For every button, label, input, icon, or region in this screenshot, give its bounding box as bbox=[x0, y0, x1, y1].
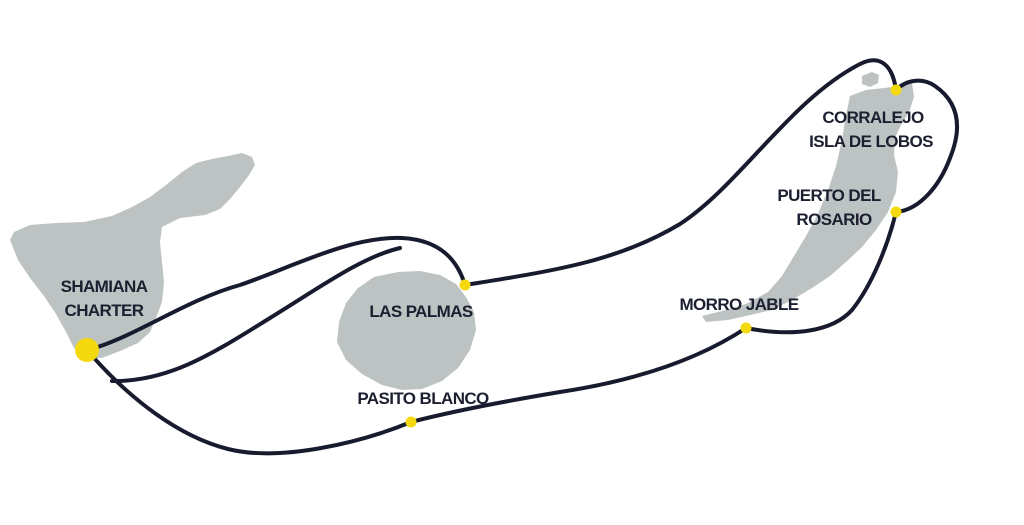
port-marker-pasito-blanco[interactable] bbox=[405, 416, 417, 428]
label-shamiana: SHAMIANA bbox=[61, 277, 148, 296]
label-corralejo: CORRALEJO bbox=[822, 108, 924, 127]
route-tenerife-las-palmas bbox=[85, 235, 467, 352]
label-isla-de-lobos: ISLA DE LOBOS bbox=[809, 132, 933, 151]
port-marker-shamiana-charter[interactable] bbox=[75, 338, 99, 362]
route-corralejo-puerto-del-rosario bbox=[894, 78, 959, 214]
route-tenerife-loop-inner bbox=[110, 246, 402, 384]
route-morro-jable-pasito-blanco bbox=[409, 326, 748, 424]
route-las-palmas-corralejo bbox=[463, 58, 898, 287]
route-pasito-blanco-tenerife bbox=[85, 348, 413, 456]
label-pasito-blanco: PASITO BLANCO bbox=[357, 389, 489, 408]
label-rosario: ROSARIO bbox=[796, 210, 872, 229]
label-morro-jable: MORRO JABLE bbox=[679, 295, 798, 314]
island-tenerife bbox=[10, 153, 255, 358]
island-fuerteventura bbox=[702, 83, 914, 322]
route-puerto-del-rosario-morro-jable bbox=[744, 210, 898, 335]
label-las-palmas: LAS PALMAS bbox=[369, 302, 472, 321]
port-marker-puerto-del-rosario[interactable] bbox=[890, 206, 902, 218]
port-marker-las-palmas[interactable] bbox=[459, 279, 471, 291]
island-gran-canaria bbox=[337, 271, 476, 390]
port-marker-corralejo[interactable] bbox=[890, 84, 902, 96]
port-marker-morro-jable[interactable] bbox=[740, 322, 752, 334]
label-charter: CHARTER bbox=[65, 301, 144, 320]
island-lobos bbox=[862, 72, 879, 87]
label-puerto-del: PUERTO DEL bbox=[777, 186, 880, 205]
